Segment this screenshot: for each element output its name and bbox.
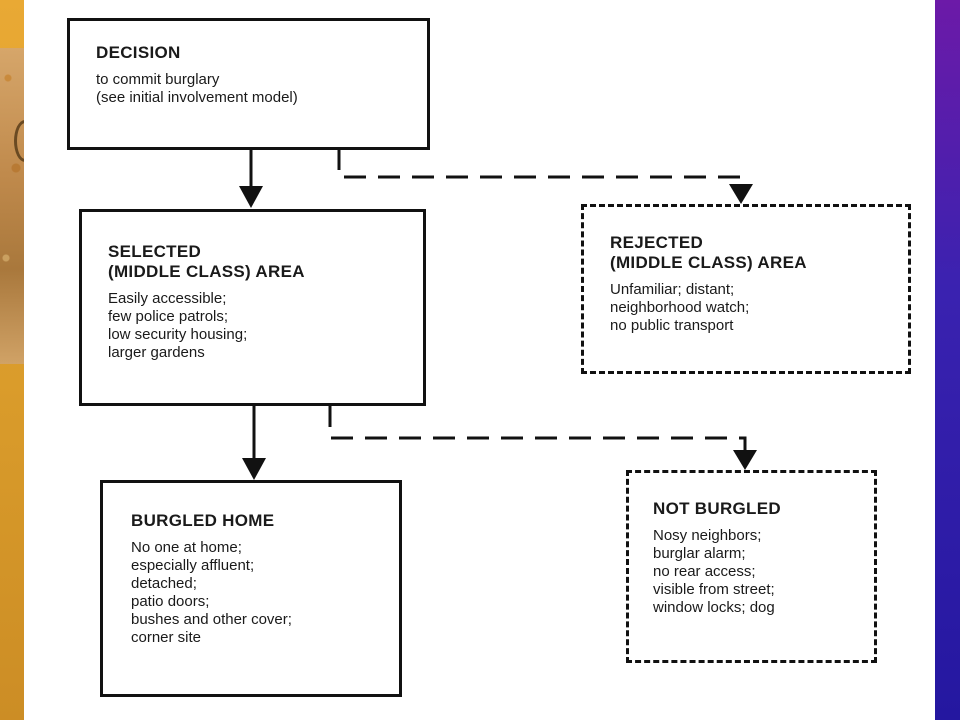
not-burgled-line: burglar alarm; [653, 545, 746, 562]
right-decorative-band [934, 0, 960, 720]
photo-strip-image [0, 48, 36, 364]
selected-line: few police patrols; [108, 308, 229, 325]
burgled-line: No one at home; [131, 539, 242, 556]
not-burgled-text: Nosy neighbors; burglar alarm; no rear a… [653, 527, 874, 617]
decision-text: to commit burglary (see initial involvem… [96, 71, 427, 107]
selected-line: low security housing; [108, 326, 248, 343]
burgled-line: corner site [131, 629, 202, 646]
decision-title: DECISION [96, 43, 181, 62]
burgled-home-text: No one at home; especially affluent; det… [131, 539, 399, 647]
not-burgled-line: Nosy neighbors; [653, 527, 762, 544]
rejected-title-line: (MIDDLE CLASS) AREA [610, 253, 807, 272]
arrowhead-decision-to-rejected [729, 184, 753, 204]
selected-title-line: SELECTED [108, 242, 202, 261]
connector-layer [239, 148, 757, 480]
decision-line: to commit burglary [96, 71, 220, 88]
selected-line: larger gardens [108, 344, 205, 361]
selected-area-box: SELECTED (MIDDLE CLASS) AREA Easily acce… [79, 209, 426, 406]
arrow-decision-to-rejected [337, 148, 742, 188]
decision-line: (see initial involvement model) [96, 89, 298, 106]
selected-area-text: Easily accessible; few police patrols; l… [108, 290, 423, 362]
rejected-line: no public transport [610, 317, 734, 334]
burgled-line: bushes and other cover; [131, 611, 292, 628]
arrowhead-selected-to-burgled [242, 458, 266, 480]
rejected-title-line: REJECTED [610, 233, 704, 252]
burgled-line: especially affluent; [131, 557, 255, 574]
arrow-selected-to-not-burgled [328, 405, 747, 452]
burgled-home-box: BURGLED HOME No one at home; especially … [100, 480, 402, 697]
rejected-line: neighborhood watch; [610, 299, 750, 316]
burgled-home-title: BURGLED HOME [131, 511, 275, 530]
flowchart-panel: DECISION to commit burglary (see initial… [24, 0, 935, 720]
not-burgled-box: NOT BURGLED Nosy neighbors; burglar alar… [626, 470, 877, 663]
selected-line: Easily accessible; [108, 290, 227, 307]
selected-area-title: SELECTED (MIDDLE CLASS) AREA [108, 242, 423, 282]
selected-title-line: (MIDDLE CLASS) AREA [108, 262, 305, 281]
not-burgled-title: NOT BURGLED [653, 499, 781, 518]
not-burgled-line: no rear access; [653, 563, 756, 580]
rejected-area-title: REJECTED (MIDDLE CLASS) AREA [610, 233, 908, 273]
arrowhead-decision-to-selected [239, 186, 263, 208]
rejected-area-box: REJECTED (MIDDLE CLASS) AREA Unfamiliar;… [581, 204, 911, 374]
rejected-line: Unfamiliar; distant; [610, 281, 735, 298]
decision-box: DECISION to commit burglary (see initial… [67, 18, 430, 150]
rejected-area-text: Unfamiliar; distant; neighborhood watch;… [610, 281, 908, 335]
arrowhead-selected-to-not-burgled [733, 450, 757, 470]
burgled-line: detached; [131, 575, 197, 592]
burgled-line: patio doors; [131, 593, 210, 610]
not-burgled-line: window locks; dog [653, 599, 775, 616]
not-burgled-line: visible from street; [653, 581, 775, 598]
